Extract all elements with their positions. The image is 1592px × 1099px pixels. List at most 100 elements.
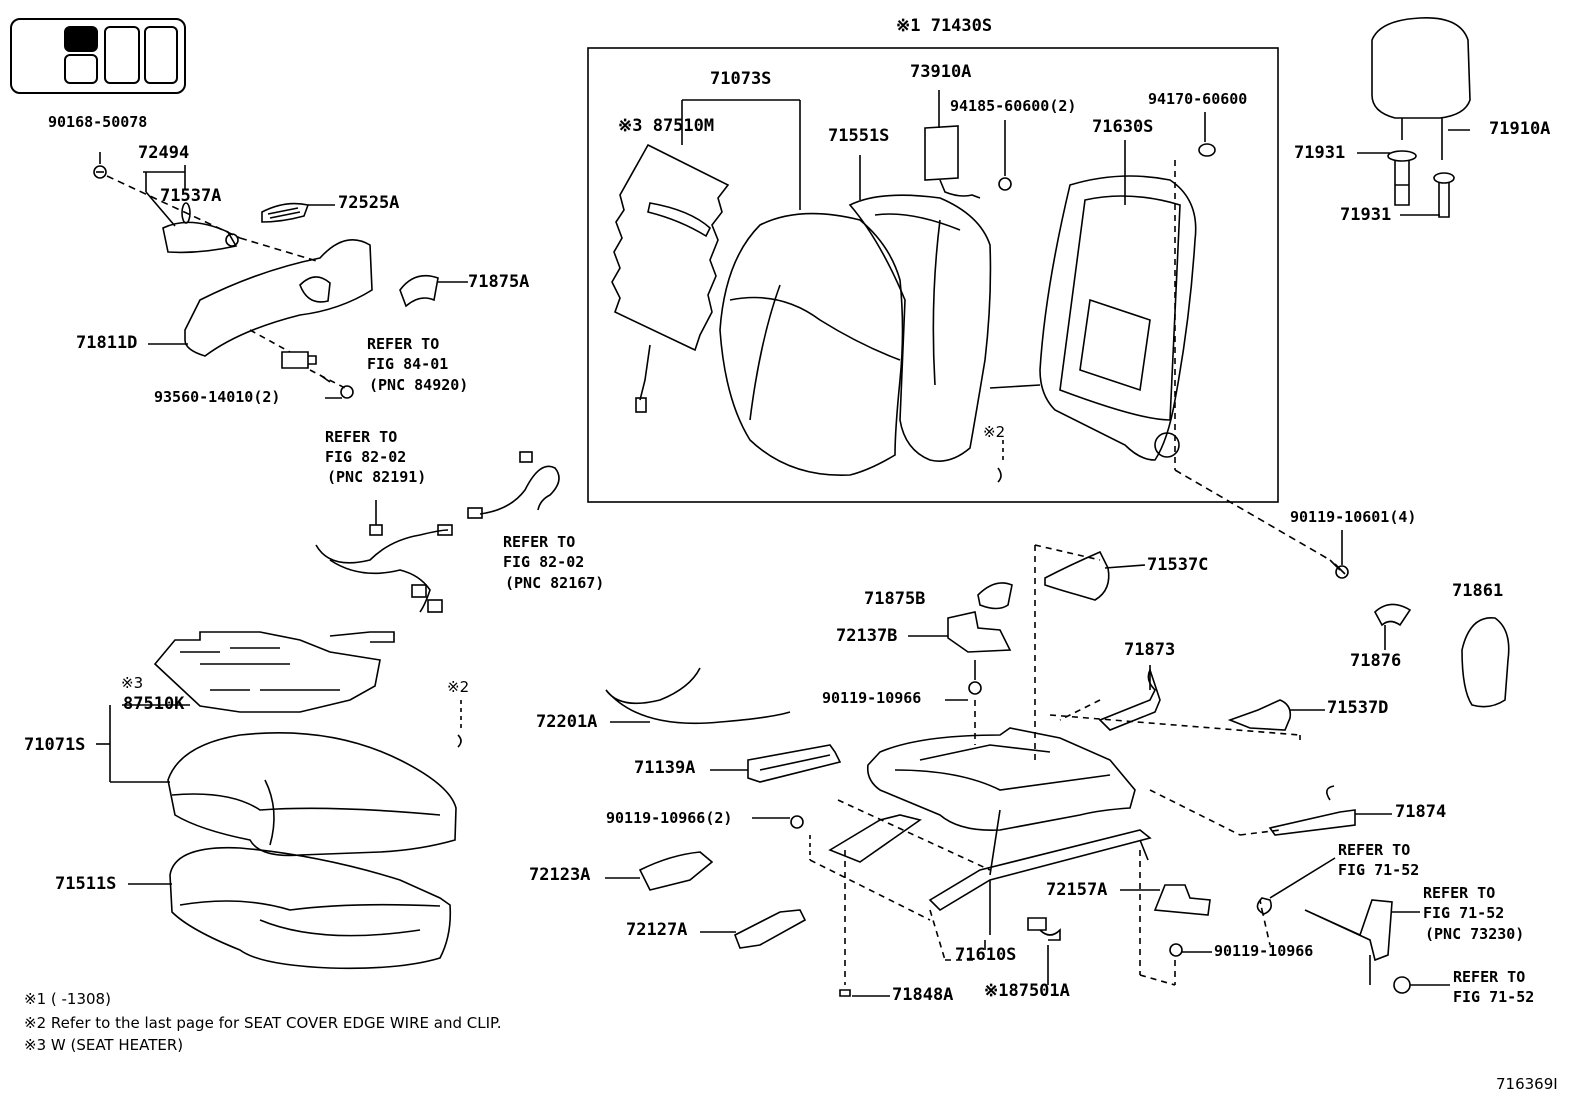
label-87501A[interactable]: ※187501A (984, 981, 1070, 1001)
label-72137B[interactable]: 72137B (836, 626, 898, 646)
cover-71876-shape (1374, 603, 1412, 627)
label-refer-to-5[interactable]: REFER TO (1423, 884, 1496, 902)
bolt-90119-10601-shape (1329, 559, 1346, 575)
label-pnc-82167[interactable]: (PNC 82167) (505, 574, 605, 592)
label-71537A[interactable]: 71537A (160, 186, 222, 206)
label-fig-82-02-a[interactable]: FIG 82-02 (325, 448, 407, 466)
label-71610S[interactable]: 71610S (955, 945, 1017, 965)
label-72494[interactable]: 72494 (138, 143, 190, 163)
label-refer-to-3[interactable]: REFER TO (503, 533, 576, 551)
cushion-cover-71071S-shape (167, 731, 457, 857)
label-90168-50078[interactable]: 90168-50078 (48, 113, 148, 131)
label-71875A[interactable]: 71875A (468, 272, 530, 292)
harness-82167-shape (467, 451, 560, 519)
label-fig-84-01[interactable]: FIG 84-01 (367, 355, 449, 373)
label-pnc-82191[interactable]: (PNC 82191) (327, 468, 427, 486)
label-71873[interactable]: 71873 (1124, 640, 1176, 660)
bracket-72157A-shape (1153, 884, 1211, 916)
label-71811D[interactable]: 71811D (76, 333, 138, 353)
label-71551S[interactable]: 71551S (828, 126, 890, 146)
label-fig-71-52-a[interactable]: FIG 71-52 (1338, 861, 1420, 879)
bolt-90119-10966-2-shape (790, 815, 804, 829)
footnote-1: ※1 ( -1308) (24, 990, 111, 1008)
label-90119-10966-b[interactable]: 90119-10966 (1214, 942, 1314, 960)
label-fig-71-52-c[interactable]: FIG 71-52 (1453, 988, 1535, 1006)
label-71875B[interactable]: 71875B (864, 589, 926, 609)
adjuster-71610S-shape (866, 727, 1136, 832)
shield-71811D-shape (184, 238, 373, 357)
heater-73910A-shape (924, 125, 959, 181)
cover-71875A-shape (399, 274, 439, 308)
label-72157A[interactable]: 72157A (1046, 880, 1108, 900)
label-refer-to-2[interactable]: REFER TO (325, 428, 398, 446)
label-71848A[interactable]: 71848A (892, 985, 954, 1005)
label-71139A[interactable]: 71139A (634, 758, 696, 778)
label-72201A[interactable]: 72201A (536, 712, 598, 732)
belt-buckle-73230-shape (1304, 899, 1393, 962)
bracket-72137B-shape (947, 611, 1012, 653)
bolt-90168-shape (93, 165, 107, 179)
label-71931-a[interactable]: 71931 (1294, 143, 1346, 163)
label-pnc-73230[interactable]: (PNC 73230) (1425, 925, 1525, 943)
label-71430S[interactable]: ※1 71430S (896, 16, 993, 36)
rail-cover-71139A-shape (747, 744, 842, 783)
pin-71848A-shape (839, 989, 851, 997)
cover-72123A-shape (638, 851, 714, 891)
label-71931-b[interactable]: 71931 (1340, 205, 1392, 225)
view-tile-active (64, 26, 98, 52)
nut-94185-shape (998, 177, 1012, 191)
label-71874[interactable]: 71874 (1395, 802, 1447, 822)
bolt-93560-shape (340, 385, 354, 399)
label-71861[interactable]: 71861 (1452, 581, 1504, 601)
switch-84920-shape (281, 351, 317, 369)
guide-71931-shape (1387, 150, 1455, 218)
label-93560-14010[interactable]: 93560-14010(2) (154, 388, 281, 406)
view-selector-thumbnail (10, 18, 186, 94)
footnote-3: ※3 W (SEAT HEATER) (24, 1036, 184, 1054)
label-87510K[interactable]: 87510K (123, 694, 185, 714)
heater-87510M-shape (611, 143, 730, 352)
cover-71537D-shape (1227, 699, 1292, 731)
label-fig-82-02-b[interactable]: FIG 82-02 (503, 553, 585, 571)
mark-note3: ※3 (121, 674, 144, 692)
view-tile (64, 54, 98, 84)
frame-71630S-shape (1039, 175, 1197, 461)
label-94185-60600[interactable]: 94185-60600(2) (950, 97, 1077, 115)
label-71511S[interactable]: 71511S (55, 874, 117, 894)
knob-72525A-shape (261, 202, 310, 223)
label-90119-10966-a[interactable]: 90119-10966 (822, 689, 922, 707)
nut-71-52-shape (1393, 976, 1411, 994)
label-87510M[interactable]: ※3 87510M (618, 116, 715, 136)
motor-87501A-shape (1027, 917, 1061, 941)
label-71876[interactable]: 71876 (1350, 651, 1402, 671)
label-73910A[interactable]: 73910A (910, 62, 972, 82)
label-72127A[interactable]: 72127A (626, 920, 688, 940)
label-pnc-84920[interactable]: (PNC 84920) (369, 376, 469, 394)
bracket-71873-shape (1098, 667, 1161, 731)
harness-82191-shape (315, 500, 453, 613)
label-71071S[interactable]: 71071S (24, 735, 86, 755)
label-90119-10966-2[interactable]: 90119-10966(2) (606, 809, 733, 827)
label-refer-to-4[interactable]: REFER TO (1338, 841, 1411, 859)
label-fig-71-52-b[interactable]: FIG 71-52 (1423, 904, 1505, 922)
label-71910A[interactable]: 71910A (1489, 119, 1551, 139)
label-refer-to-1[interactable]: REFER TO (367, 335, 440, 353)
label-71630S[interactable]: 71630S (1092, 117, 1154, 137)
label-72525A[interactable]: 72525A (338, 193, 400, 213)
cover-71875B-shape (977, 582, 1013, 610)
bracket-71874-shape (1268, 809, 1356, 836)
label-71537D[interactable]: 71537D (1327, 698, 1389, 718)
label-90119-10601[interactable]: 90119-10601(4) (1290, 508, 1417, 526)
label-71537C[interactable]: 71537C (1147, 555, 1209, 575)
nut-94170-shape (1198, 143, 1216, 157)
clip-71-52-shape (1256, 897, 1272, 915)
label-refer-to-6[interactable]: REFER TO (1453, 968, 1526, 986)
mark-note2-a: ※2 (447, 678, 470, 696)
view-tile (144, 26, 178, 84)
label-94170-60600[interactable]: 94170-60600 (1148, 90, 1248, 108)
bolt-90119-10966-b-shape (1169, 943, 1183, 957)
bolt-90119-10966-shape (968, 681, 982, 695)
label-72123A[interactable]: 72123A (529, 865, 591, 885)
label-71073S[interactable]: 71073S (710, 69, 772, 89)
cover-71537C-shape (1044, 550, 1110, 601)
